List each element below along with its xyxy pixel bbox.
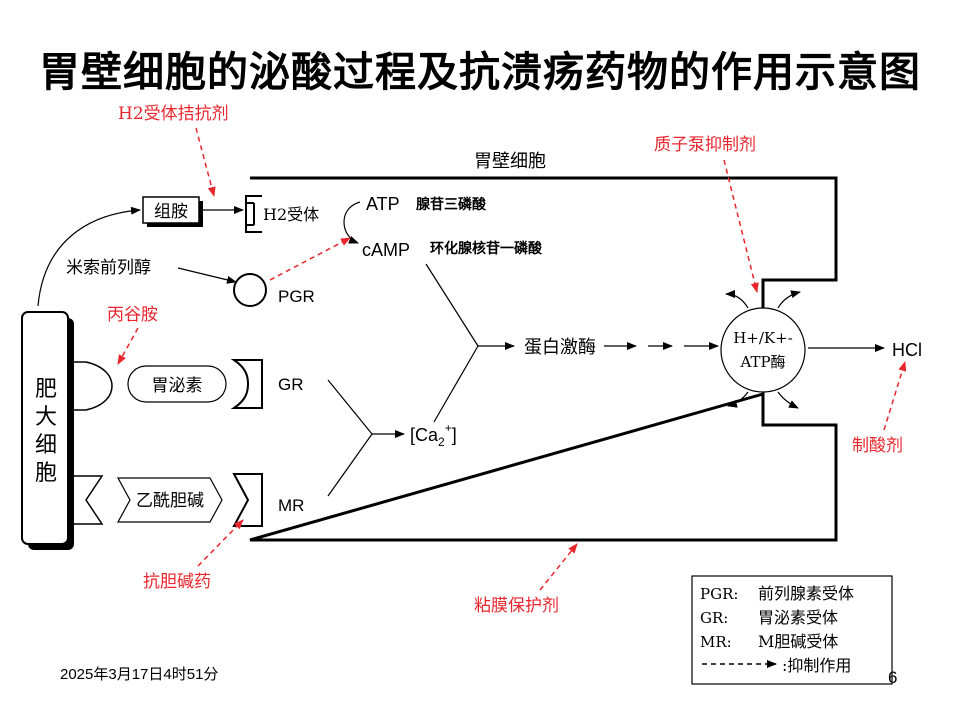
page-title: 胃壁细胞的泌酸过程及抗溃疡药物的作用示意图 bbox=[39, 48, 921, 96]
gastrin-pill bbox=[127, 365, 227, 403]
misoprostol-pgr-effect bbox=[269, 237, 351, 281]
gr-label: GR bbox=[278, 375, 304, 394]
ca-label-main: [Ca2+] bbox=[410, 421, 457, 449]
mast-ach-notch bbox=[68, 475, 104, 525]
camp-label: cAMP bbox=[362, 240, 410, 260]
ppi-label: 质子泵抑制剂 bbox=[654, 135, 756, 155]
h2-receptor-shape bbox=[245, 195, 262, 233]
h2-antagonist-label: H2受体拮抗剂 bbox=[118, 104, 229, 124]
misoprostol-label: 米索前列醇 bbox=[66, 258, 151, 278]
proton-pump bbox=[720, 307, 806, 393]
ca-superscript: + bbox=[445, 421, 452, 435]
pump-label-line1: H+/K+- bbox=[733, 329, 793, 347]
protein-kinase-label: 蛋白激酶 bbox=[524, 337, 596, 358]
mucosal-protector-effect bbox=[539, 543, 578, 591]
proglumide-label: 丙谷胺 bbox=[107, 305, 158, 325]
atp-to-camp-arrow bbox=[343, 201, 361, 244]
parietal-cell-label: 胃壁细胞 bbox=[474, 151, 546, 172]
legend-box bbox=[691, 575, 893, 685]
antacid-effect bbox=[883, 361, 907, 431]
histamine-label: 组胺 bbox=[154, 202, 188, 222]
legend-text-gr: 胃泌素受体 bbox=[758, 608, 838, 627]
mr-receptor-shape bbox=[232, 473, 263, 527]
pump-curl-top-left bbox=[725, 290, 749, 309]
gr-mr-to-ca-lines bbox=[327, 379, 373, 497]
pgr-label: PGR bbox=[278, 287, 315, 306]
gastrin-label: 胃泌素 bbox=[152, 376, 203, 396]
mast-cell bbox=[21, 311, 69, 545]
atp-cn-label: 腺苷三磷酸 bbox=[416, 196, 487, 213]
ca-bracket: ] bbox=[452, 425, 457, 445]
anticholinergic-label: 抗胆碱药 bbox=[143, 572, 211, 592]
ca-subscript: 2 bbox=[438, 435, 445, 449]
legend-inhibition-text: :抑制作用 bbox=[782, 656, 851, 675]
pump-label-line2: ATP酶 bbox=[739, 353, 785, 371]
mast-cell-char-3: 细 bbox=[35, 433, 57, 458]
acetylcholine-label: 乙酰胆碱 bbox=[136, 491, 204, 511]
mast-gastrin-notch bbox=[85, 361, 113, 411]
antacid-label: 制酸剂 bbox=[852, 436, 903, 456]
histamine-box bbox=[142, 196, 200, 224]
footer-date: 2025年3月17日4时51分 bbox=[60, 666, 218, 683]
legend-key-mr: MR: bbox=[700, 633, 732, 651]
pump-curl-bottom-left bbox=[727, 391, 749, 408]
atp-label: ATP bbox=[366, 194, 400, 214]
mast-cell-char-2: 大 bbox=[35, 405, 57, 430]
mast-cell-char-4: 胞 bbox=[35, 461, 57, 486]
camp-cn-label: 环化腺核苷一磷酸 bbox=[430, 240, 543, 257]
anticholinergic-inhibition bbox=[197, 519, 244, 567]
acetylcholine-shape bbox=[116, 477, 223, 523]
h2-receptor-label: H2受体 bbox=[263, 205, 319, 224]
mucosal-protector-label: 粘膜保护剂 bbox=[474, 596, 559, 616]
hcl-label: HCl bbox=[892, 340, 922, 360]
legend-key-pgr: PGR: bbox=[700, 585, 738, 603]
pump-curl-bottom-right bbox=[777, 391, 799, 409]
legend-key-gr: GR: bbox=[700, 609, 728, 627]
proglumide-inhibition bbox=[117, 327, 139, 365]
mast-to-histamine-arrow bbox=[37, 206, 141, 307]
pgr-receptor bbox=[233, 273, 267, 307]
ca-to-kinase-line bbox=[433, 345, 479, 423]
ca-text: [Ca bbox=[410, 425, 439, 445]
misoprostol-to-pgr-arrow bbox=[177, 267, 237, 284]
pump-curl-top-right bbox=[777, 290, 801, 309]
h2-antagonist-inhibition bbox=[195, 127, 216, 197]
legend-text-mr: M胆碱受体 bbox=[758, 632, 838, 651]
page-number: 6 bbox=[888, 668, 897, 687]
ppi-inhibition bbox=[723, 159, 759, 293]
legend-text-pgr: 前列腺素受体 bbox=[758, 584, 854, 603]
camp-to-kinase-line bbox=[425, 263, 479, 347]
cell-membrane bbox=[249, 176, 838, 542]
gr-receptor-shape bbox=[230, 359, 263, 409]
mr-label: MR bbox=[278, 496, 304, 515]
mast-cell-char-1: 肥 bbox=[35, 377, 57, 402]
